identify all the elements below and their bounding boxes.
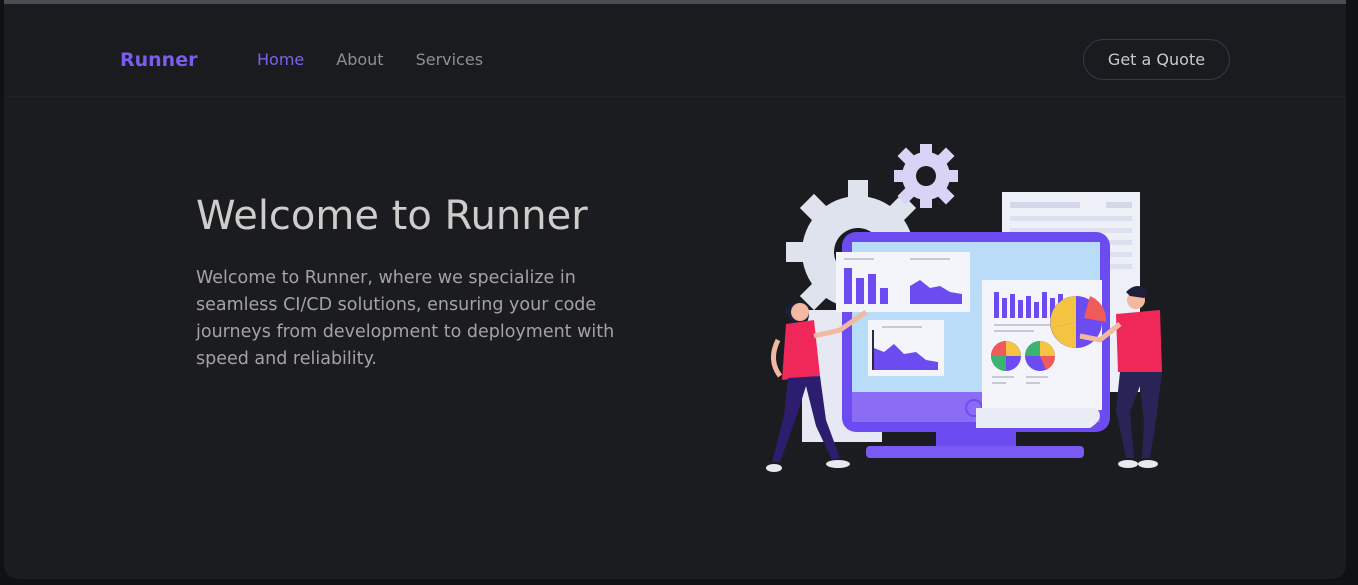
- bottom-strip: [0, 579, 1358, 585]
- person-right-graphic: [1079, 286, 1162, 468]
- hero-description: Welcome to Runner, where we specialize i…: [196, 268, 615, 369]
- person-left-graphic: [766, 302, 868, 472]
- nav-link-about[interactable]: About: [336, 50, 384, 69]
- get-quote-button[interactable]: Get a Quote: [1083, 39, 1230, 80]
- bar-chart-panel-graphic: [836, 252, 970, 312]
- small-gear-icon: [894, 144, 958, 208]
- page-frame: Runner Home About Services Get a Quote W…: [4, 0, 1346, 579]
- navbar: Runner Home About Services Get a Quote: [4, 4, 1346, 97]
- brand-logo[interactable]: Runner: [120, 49, 198, 71]
- hero-illustration: [766, 144, 1162, 472]
- nav-link-services[interactable]: Services: [415, 50, 484, 69]
- nav-links: Home About Services: [257, 50, 515, 70]
- area-chart-panel-graphic: [868, 320, 944, 376]
- pie-chart-graphic: [1050, 296, 1107, 348]
- hero-title: Welcome to Runner: [196, 193, 588, 239]
- nav-link-home[interactable]: Home: [257, 50, 305, 69]
